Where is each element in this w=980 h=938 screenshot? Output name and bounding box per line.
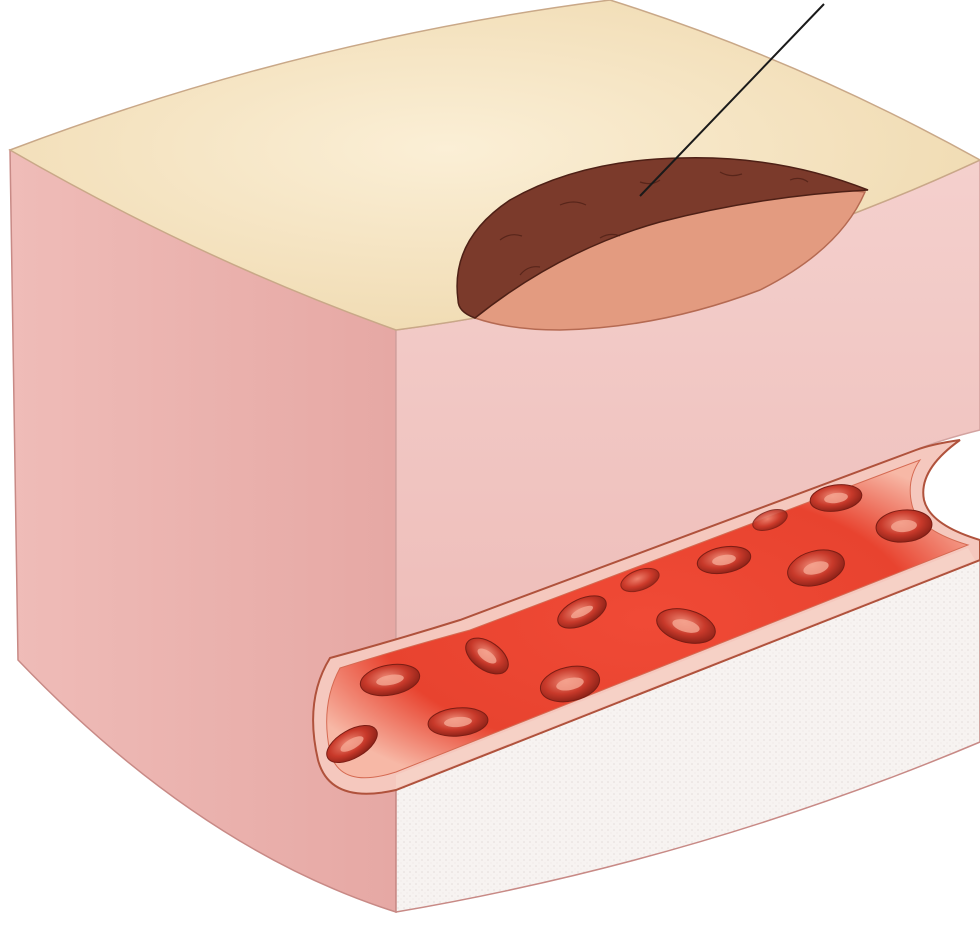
diagram-canvas bbox=[0, 0, 980, 938]
skin-block-diagram bbox=[0, 0, 980, 938]
